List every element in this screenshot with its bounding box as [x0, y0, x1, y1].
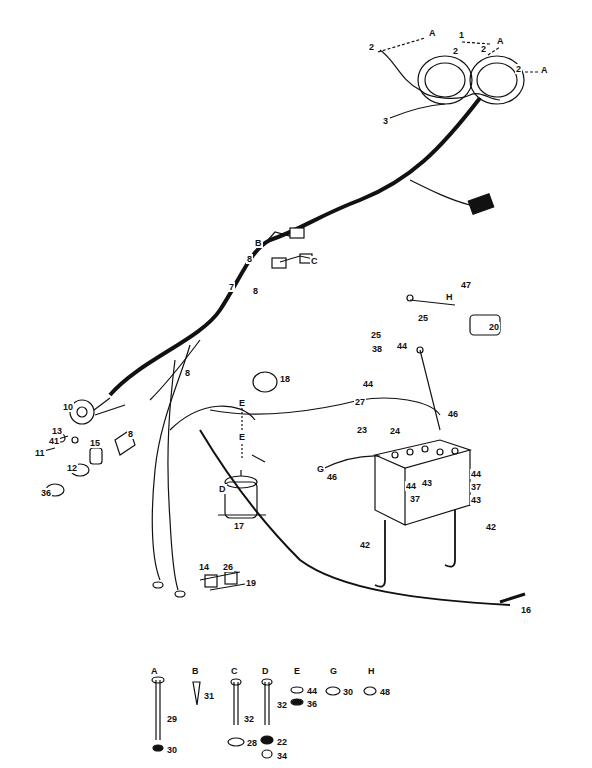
- reference-letter: G: [316, 464, 325, 474]
- reference-letter: D: [218, 484, 227, 494]
- callout-number: 34: [276, 751, 288, 761]
- callout-number: 8: [127, 429, 134, 439]
- callout-number: 10: [62, 402, 74, 412]
- callout-number: 32: [276, 700, 288, 710]
- callout-number: 42: [359, 540, 371, 550]
- reference-letter: A: [428, 28, 437, 38]
- reference-letter: E: [293, 666, 301, 676]
- reference-letter: C: [310, 256, 319, 266]
- hardware: [152, 677, 376, 758]
- callout-number: 2: [480, 44, 487, 54]
- callout-number: 14: [198, 562, 210, 572]
- callout-number: 44: [470, 469, 482, 479]
- callout-number: 44: [396, 341, 408, 351]
- callout-number: 19: [245, 578, 257, 588]
- reference-letter: B: [191, 666, 200, 676]
- callout-number: 38: [371, 344, 383, 354]
- callout-number: 37: [409, 494, 421, 504]
- callout-number: 31: [203, 691, 215, 701]
- callout-number: 2: [452, 46, 459, 56]
- callout-number: 29: [166, 714, 178, 724]
- callout-number: 28: [246, 738, 258, 748]
- callout-number: 48: [379, 687, 391, 697]
- callout-number: 44: [362, 379, 374, 389]
- reference-letter: H: [445, 292, 454, 302]
- callout-number: 3: [382, 116, 389, 126]
- callout-number: 15: [89, 438, 101, 448]
- callout-number: 16: [520, 605, 532, 615]
- callout-number: 8: [252, 286, 259, 296]
- callout-number: 32: [243, 714, 255, 724]
- callout-number: 7: [228, 282, 235, 292]
- callout-number: 43: [421, 478, 433, 488]
- callout-number: 11: [34, 448, 46, 458]
- callout-number: 2: [515, 64, 522, 74]
- callout-number: 8: [184, 368, 191, 378]
- reference-letter: B: [254, 238, 263, 248]
- solenoid: [218, 408, 266, 518]
- reference-letter: E: [238, 398, 246, 408]
- callout-number: 17: [233, 521, 245, 531]
- callout-number: 24: [389, 426, 401, 436]
- callout-number: 43: [470, 495, 482, 505]
- reference-letter: D: [261, 666, 270, 676]
- callout-number: 12: [66, 463, 78, 473]
- callout-number: 37: [470, 482, 482, 492]
- reference-letter: H: [367, 666, 376, 676]
- callout-number: 22: [276, 737, 288, 747]
- callout-number: 18: [279, 374, 291, 384]
- reference-letter: E: [238, 432, 246, 442]
- reference-letter: A: [540, 65, 549, 75]
- callout-number: 23: [356, 425, 368, 435]
- callout-number: 30: [166, 745, 178, 755]
- callout-number: 47: [460, 280, 472, 290]
- callout-number: 20: [488, 322, 500, 332]
- callout-number: 46: [326, 472, 338, 482]
- reference-letter: A: [496, 36, 505, 46]
- callout-number: 46: [447, 409, 459, 419]
- callout-number: 41: [48, 436, 60, 446]
- callout-number: 8: [246, 254, 253, 264]
- callout-number: 44: [405, 481, 417, 491]
- callout-number: 1: [458, 30, 465, 40]
- callout-number: 26: [222, 562, 234, 572]
- callout-number: 30: [342, 687, 354, 697]
- callout-number: 25: [417, 313, 429, 323]
- reference-letter: A: [150, 666, 159, 676]
- callout-number: 42: [485, 522, 497, 532]
- callout-number: 36: [306, 699, 318, 709]
- callout-number: 36: [40, 488, 52, 498]
- callout-number: 13: [51, 426, 63, 436]
- callout-number: 25: [370, 330, 382, 340]
- callout-number: 44: [306, 686, 318, 696]
- callout-number: 27: [354, 397, 366, 407]
- reference-letter: C: [230, 666, 239, 676]
- callout-number: 2: [368, 42, 375, 52]
- reference-letter: G: [329, 666, 338, 676]
